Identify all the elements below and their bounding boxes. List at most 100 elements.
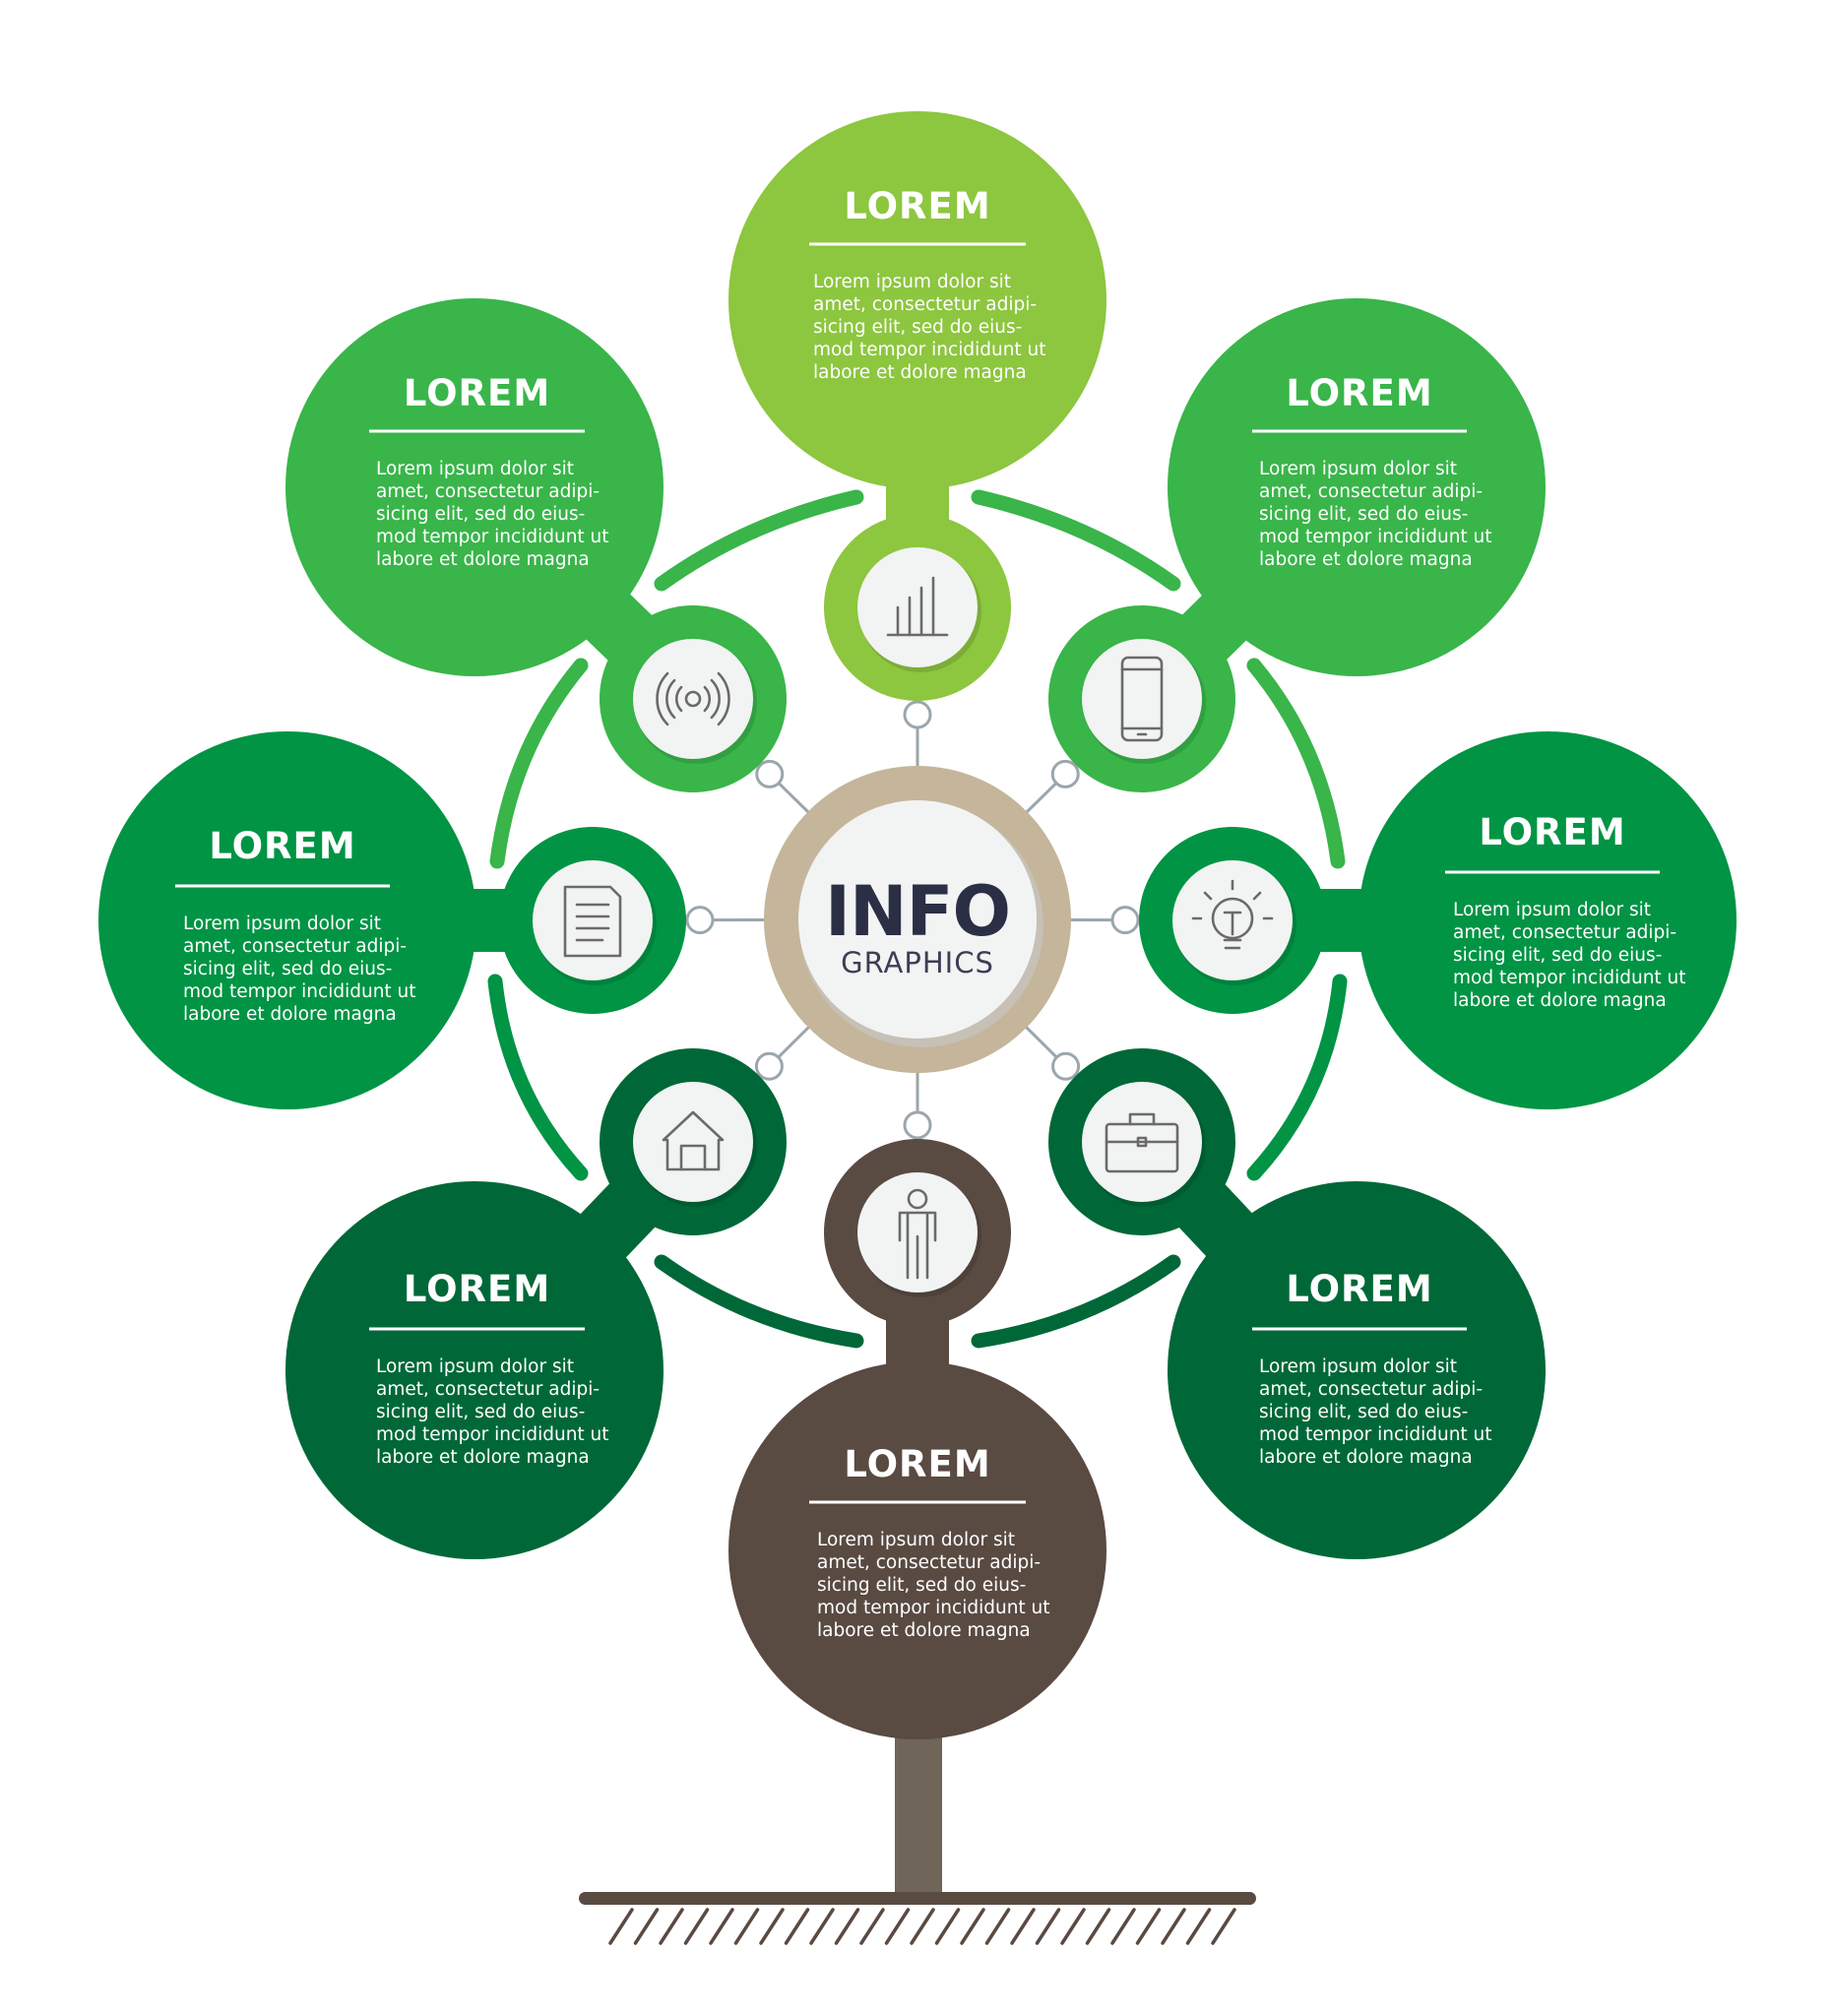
center-hub: INFO GRAPHICS <box>764 766 1071 1073</box>
node-body-line: sicing elit, sed do eius- <box>817 1575 1026 1596</box>
node-body-line: labore et dolore magna <box>813 362 1027 383</box>
hatch-mark <box>709 1908 734 1945</box>
hatch-mark <box>659 1908 684 1945</box>
node-body-line: Lorem ipsum dolor sit <box>183 914 381 934</box>
icon-disc <box>533 860 653 980</box>
node-body-line: mod tempor incididunt ut <box>813 340 1046 360</box>
node-body-line: Lorem ipsum dolor sit <box>1259 1356 1457 1377</box>
hatch-mark <box>1060 1908 1086 1945</box>
hatch-mark <box>759 1908 785 1945</box>
trunk-and-ground <box>579 1732 1256 1945</box>
smartphone-icon <box>1120 656 1164 742</box>
signal-broadcast-icon <box>656 671 730 726</box>
briefcase-icon <box>1105 1112 1179 1173</box>
icon-disc <box>633 639 753 759</box>
icon-disc <box>1082 639 1202 759</box>
node-bubble <box>1168 298 1546 676</box>
connector-dot <box>1051 1051 1081 1081</box>
node-title: LOREM <box>1286 372 1432 414</box>
center-subtitle: GRAPHICS <box>841 946 994 979</box>
branch-arc <box>1246 974 1348 1181</box>
node-body-line: mod tempor incididunt ut <box>183 981 416 1002</box>
node-body-line: amet, consectetur adipi- <box>813 294 1037 315</box>
node-neck <box>574 582 663 670</box>
branch-arc <box>489 658 589 869</box>
hatch-mark <box>960 1908 985 1945</box>
connector-dot <box>1110 906 1140 935</box>
branch-arcs <box>487 489 1348 1349</box>
node-body-line: mod tempor incididunt ut <box>376 527 609 547</box>
node-body-line: labore et dolore magna <box>1259 549 1473 570</box>
node-body-line: Lorem ipsum dolor sit <box>376 1356 574 1377</box>
connector-dot <box>685 906 715 935</box>
node-body-line: labore et dolore magna <box>1259 1447 1473 1468</box>
node-bubble <box>285 298 664 676</box>
node-body-line: amet, consectetur adipi- <box>817 1552 1041 1573</box>
branch-arc <box>1246 658 1346 869</box>
node-body-line: amet, consectetur adipi- <box>183 936 407 957</box>
node-body-line: labore et dolore magna <box>376 1447 590 1468</box>
person-icon <box>898 1188 937 1280</box>
hatch-mark <box>1135 1908 1162 1945</box>
hatch-mark <box>608 1908 634 1945</box>
bar-chart-icon <box>886 576 949 637</box>
hatch-mark <box>1035 1908 1061 1945</box>
node-body-line: amet, consectetur adipi- <box>376 481 600 502</box>
hatch-mark <box>1110 1908 1136 1945</box>
hatch-mark <box>934 1908 961 1945</box>
icon-disc <box>857 547 978 667</box>
node-body-line: mod tempor incididunt ut <box>1259 1424 1492 1445</box>
hatch-mark <box>1211 1908 1236 1945</box>
node-title: LOREM <box>404 372 550 414</box>
home-icon <box>662 1110 725 1171</box>
node-body-line: mod tempor incididunt ut <box>376 1424 609 1445</box>
branch-arc <box>654 1254 864 1349</box>
node-body-line: labore et dolore magna <box>183 1004 397 1025</box>
ground-line <box>579 1892 1256 1905</box>
node-body-line: amet, consectetur adipi- <box>1259 481 1483 502</box>
node-title: LOREM <box>404 1268 550 1310</box>
branch-arc <box>654 489 864 592</box>
center-title: INFO <box>825 871 1010 952</box>
connector-dot <box>754 1051 784 1081</box>
lightbulb-icon <box>1191 879 1274 950</box>
hatch-mark <box>784 1908 810 1945</box>
hatch-mark <box>834 1908 860 1945</box>
connector-dot <box>903 1110 932 1140</box>
node-bubble <box>728 1361 1106 1739</box>
node-body-line: sicing elit, sed do eius- <box>1259 504 1468 525</box>
node-body-line: mod tempor incididunt ut <box>817 1598 1050 1618</box>
hatch-mark <box>683 1908 710 1945</box>
ground-hatching <box>608 1908 1236 1945</box>
node-body-line: sicing elit, sed do eius- <box>376 504 585 525</box>
node-title: LOREM <box>844 185 990 227</box>
node-body-line: mod tempor incididunt ut <box>1453 968 1686 988</box>
node-neck <box>1171 583 1259 670</box>
node-body-line: amet, consectetur adipi- <box>1259 1379 1483 1400</box>
hatch-mark <box>910 1908 935 1945</box>
node-body-line: amet, consectetur adipi- <box>1453 922 1676 943</box>
hatch-mark <box>633 1908 660 1945</box>
hatch-mark <box>733 1908 760 1945</box>
tree-trunk <box>895 1732 942 1900</box>
hatch-mark <box>1185 1908 1212 1945</box>
hatch-mark <box>884 1908 911 1945</box>
node-body-line: Lorem ipsum dolor sit <box>1453 900 1651 920</box>
hub-connectors <box>685 700 1140 1140</box>
icon-disc <box>633 1082 753 1202</box>
hatch-mark <box>1010 1908 1036 1945</box>
hatch-mark <box>809 1908 835 1945</box>
node-body-line: labore et dolore magna <box>1453 990 1667 1011</box>
icon-disc <box>857 1172 978 1292</box>
node-body-line: Lorem ipsum dolor sit <box>1259 459 1457 479</box>
node-bubble <box>1168 1181 1546 1559</box>
document-icon <box>563 885 622 958</box>
node-body-line: labore et dolore magna <box>817 1620 1031 1641</box>
node-body-line: mod tempor incididunt ut <box>1259 527 1492 547</box>
